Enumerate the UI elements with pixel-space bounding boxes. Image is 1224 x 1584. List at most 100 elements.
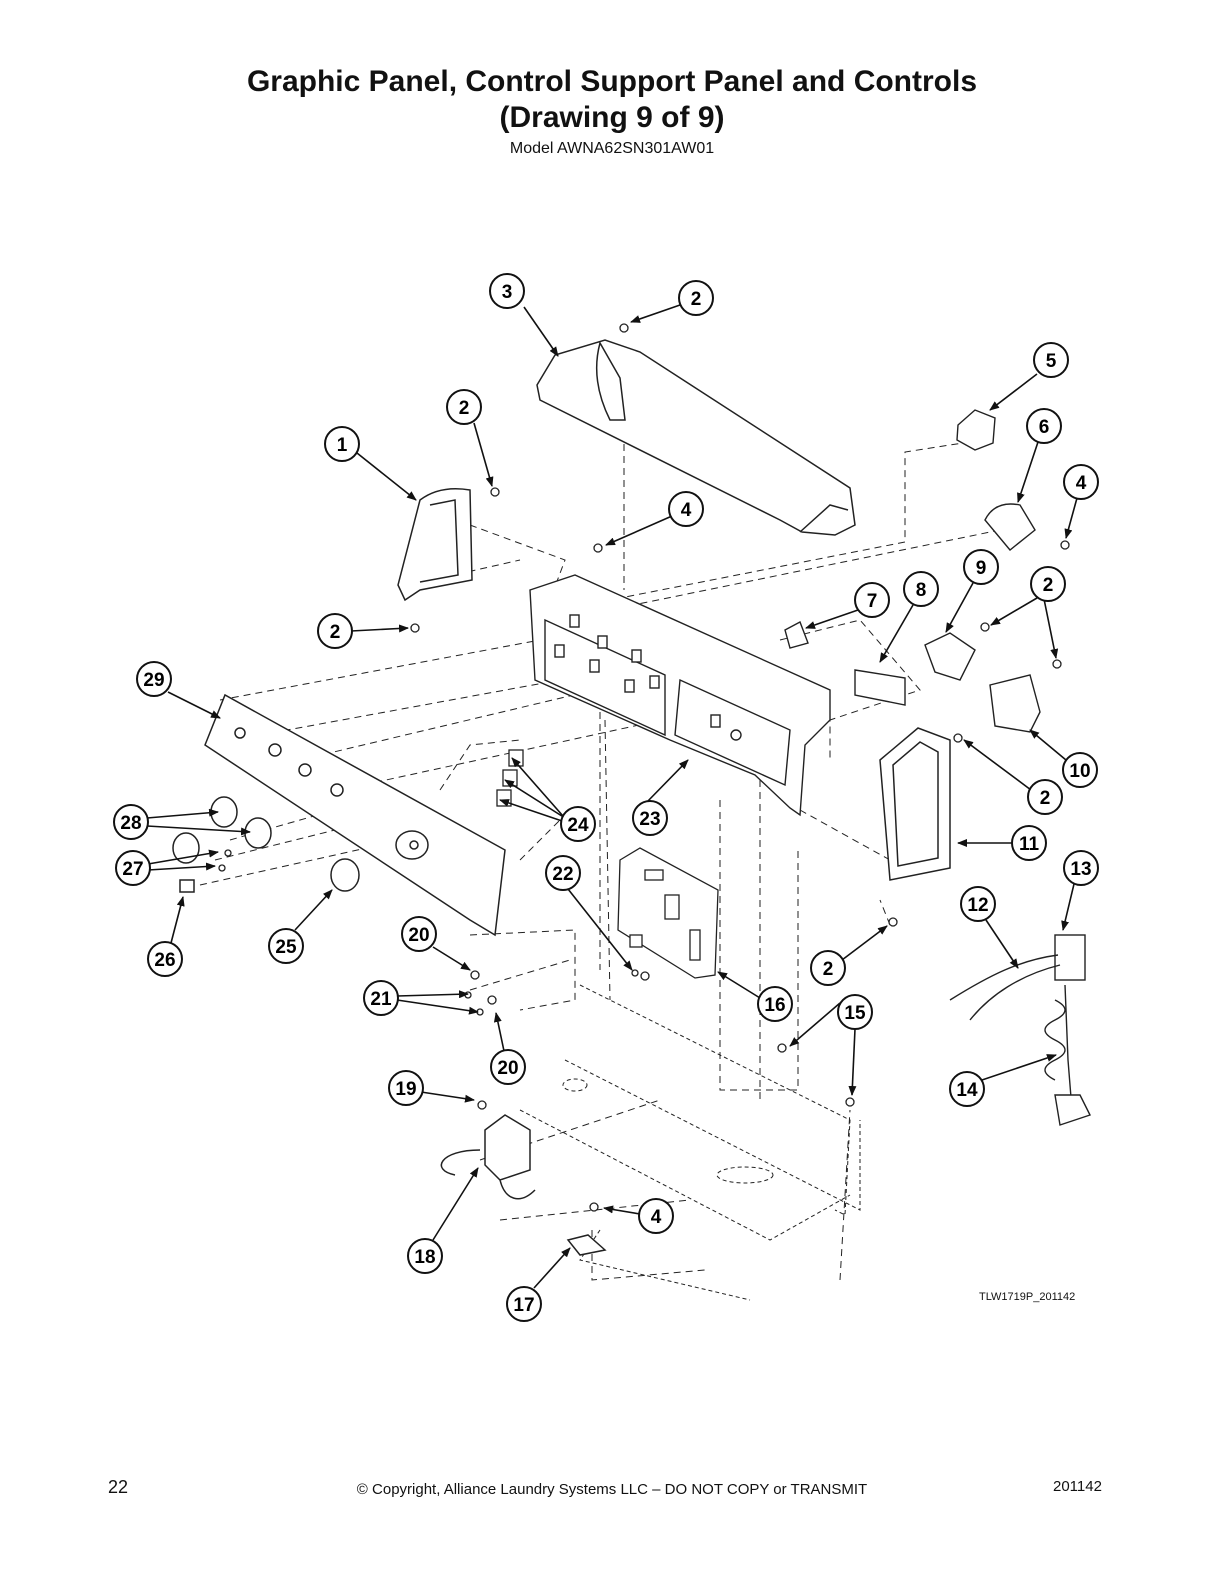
callout-2: 2 [446,389,482,425]
callout-circle [963,549,999,585]
callout-circle [678,280,714,316]
leader-arrow [432,1167,479,1241]
callout-number: 16 [764,995,785,1016]
page-title-line1: Graphic Panel, Control Support Panel and… [246,65,978,98]
callout-11: 11 [1011,825,1047,861]
callout-circle [560,806,596,842]
callout-20: 20 [490,1049,526,1085]
callout-circle [506,1286,542,1322]
callout-number: 10 [1069,761,1090,782]
copyright-notice: © Copyright, Alliance Laundry Systems LL… [356,1481,868,1498]
callout-28: 28 [113,804,149,840]
callout-number: 20 [408,925,429,946]
leader-arrow [473,422,494,487]
callout-number: 2 [1043,575,1054,596]
callout-18: 18 [407,1238,443,1274]
callout-circle [810,950,846,986]
callout-21: 21 [363,980,399,1016]
leader-arrow [963,739,1032,791]
callout-circle [446,389,482,425]
leader-arrow [170,896,185,944]
leader-arrow [630,304,681,323]
callout-circle [1063,850,1099,886]
callout-circle [632,800,668,836]
callout-circle [668,491,704,527]
leader-arrow [981,1054,1057,1081]
callout-23: 23 [632,800,668,836]
callout-number: 13 [1070,859,1091,880]
callout-circle [545,855,581,891]
leader-arrow [1029,729,1067,761]
callout-number: 4 [681,500,692,521]
callout-4: 4 [638,1198,674,1234]
callout-4: 4 [668,491,704,527]
callout-circle [757,986,793,1022]
callout-circle [1011,825,1047,861]
leader-arrow [294,889,333,931]
callout-7: 7 [854,582,890,618]
callout-circle [1026,408,1062,444]
transformer [440,1114,607,1256]
console-top-cap [536,339,856,536]
callout-number: 28 [120,813,141,834]
callout-2: 2 [1027,779,1063,815]
leader-arrow [1061,883,1075,931]
control-board [617,847,719,979]
leader-arrow [985,919,1019,969]
callout-number: 2 [1040,788,1051,809]
callout-number: 17 [513,1295,534,1316]
callout-13: 13 [1063,850,1099,886]
callout-circle [317,613,353,649]
leader-arrow [805,609,859,629]
callout-circle [115,850,151,886]
leader-arrow [841,925,888,961]
callout-number: 19 [395,1079,416,1100]
callout-circle [324,426,360,462]
right-end-cap [879,727,951,881]
leader-arrow [499,799,566,823]
callout-16: 16 [757,986,793,1022]
page-number: 22 [108,1477,129,1497]
callout-circle [1033,342,1069,378]
leader-arrow [1043,598,1059,659]
callout-number: 29 [143,670,164,691]
relay-switches [496,749,524,807]
callout-circle [490,1049,526,1085]
left-end-cap [397,488,473,602]
control-knobs [172,796,360,893]
callout-number: 27 [122,859,143,880]
leader-arrow [511,757,564,817]
callout-circle [113,804,149,840]
leader-arrow [603,1205,641,1215]
graphic-panel [204,693,506,937]
callout-circle [1062,752,1098,788]
leader-arrow [1064,497,1078,539]
callout-14: 14 [949,1071,985,1107]
leader-arrow [567,888,633,971]
leader-arrow [396,999,479,1015]
callout-leaders [146,304,1078,1289]
callout-number: 6 [1039,417,1050,438]
callout-3: 3 [489,273,525,309]
leader-arrow [533,1247,571,1289]
callout-circle [388,1070,424,1106]
callout-circle [1030,566,1066,602]
leader-arrow [147,862,216,871]
callout-number: 14 [956,1080,978,1101]
electrical-components [784,409,1041,733]
callout-22: 22 [545,855,581,891]
callout-2: 2 [1030,566,1066,602]
leader-arrow [1017,441,1039,503]
callout-4: 4 [1063,464,1099,500]
leader-arrow [879,604,914,663]
callout-circle [638,1198,674,1234]
leader-arrow [146,825,251,836]
leader-arrow [848,1028,857,1096]
callout-circle [949,1071,985,1107]
callout-circle [960,886,996,922]
callout-number: 1 [337,435,348,456]
callout-17: 17 [506,1286,542,1322]
callout-25: 25 [268,928,304,964]
callout-20: 20 [401,916,437,952]
leader-arrow [396,990,469,999]
